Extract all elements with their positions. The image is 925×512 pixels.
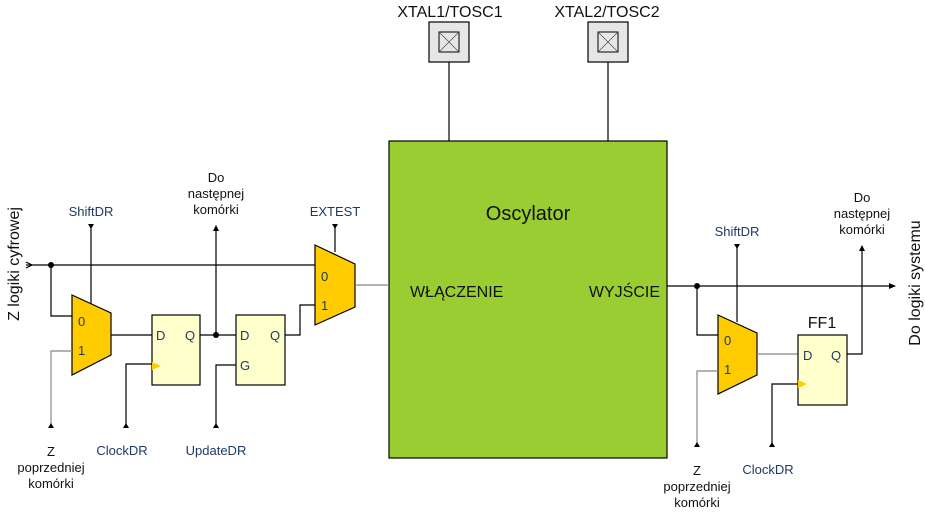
- mux-input-0-label: 0: [724, 333, 731, 348]
- right-next-cell-label-3: komórki: [839, 222, 885, 237]
- left-next-cell-label-1: Do: [208, 170, 225, 185]
- right-flipflop-ff1: D Q: [797, 334, 848, 406]
- clock-triangle-icon: [798, 380, 807, 388]
- pad-x-icon: [438, 31, 460, 53]
- oscillator-enable-label: WŁĄCZENIE: [410, 284, 503, 301]
- right-next-cell-wire: [847, 246, 863, 355]
- latch-d-pin-label: D: [240, 328, 249, 343]
- left-mux-in0-wire: [50, 265, 72, 317]
- mux-input-0-label: 0: [321, 269, 328, 284]
- left-prev-cell-label-1: Z: [47, 444, 55, 459]
- right-shiftdr-label: ShiftDR: [715, 224, 760, 239]
- ff1-title: FF1: [808, 315, 837, 332]
- left-clockdr-wire: [125, 363, 152, 428]
- right-boundary-cell: Do logiki systemu ShiftDR 0 1 Z poprzedn…: [663, 190, 924, 510]
- left-prev-cell-label-2: poprzedniej: [17, 460, 84, 475]
- left-extest-mux: 0 1: [314, 244, 356, 326]
- mux-input-1-label: 1: [321, 298, 328, 313]
- pad-xtal2-label: XTAL2/TOSC2: [554, 4, 659, 21]
- left-extest-label: EXTEST: [310, 204, 361, 219]
- right-clockdr-wire: [771, 383, 798, 447]
- pad-xtal1-label: XTAL1/TOSC1: [397, 4, 502, 21]
- right-prev-cell-label-1: Z: [693, 463, 701, 478]
- left-boundary-cell: Z logiki cyfrowej ShiftDR 0 1 Z poprzedn…: [6, 170, 389, 491]
- ff-q-pin-label: Q: [831, 348, 841, 363]
- right-shift-mux: 0 1: [717, 314, 758, 395]
- oscillator-title: Oscylator: [486, 203, 571, 225]
- left-next-cell-label-2: następnej: [188, 186, 244, 201]
- oscillator-output-label: WYJŚCIE: [589, 282, 660, 301]
- left-prev-cell-label-3: komórki: [28, 476, 74, 491]
- latch-q-pin-label: Q: [270, 328, 280, 343]
- left-shift-mux: 0 1: [71, 294, 112, 376]
- left-latch-q-wire: [285, 304, 316, 336]
- right-prev-cell-wire: [696, 370, 718, 447]
- right-prev-cell-label-3: komórki: [674, 495, 720, 510]
- left-updatedr-wire: [215, 364, 236, 428]
- pad-xtal1: XTAL1/TOSC1: [397, 4, 503, 141]
- left-clockdr-label: ClockDR: [96, 443, 147, 458]
- mux-input-0-label: 0: [78, 314, 85, 329]
- left-next-cell-label-3: komórki: [193, 202, 239, 217]
- right-next-cell-label-1: Do: [854, 190, 871, 205]
- right-clockdr-label: ClockDR: [742, 462, 793, 477]
- latch-g-pin-label: G: [240, 358, 250, 373]
- ff-d-pin-label: D: [803, 348, 812, 363]
- left-updatedr-label: UpdateDR: [186, 443, 247, 458]
- right-mux-in0-wire: [696, 286, 718, 336]
- pad-xtal2: XTAL2/TOSC2: [554, 4, 660, 141]
- ff-d-pin-label: D: [156, 328, 165, 343]
- clock-triangle-icon: [152, 362, 161, 370]
- left-update-latch: D Q G: [235, 314, 286, 386]
- left-shiftdr-label: ShiftDR: [69, 204, 114, 219]
- left-prev-cell-wire: [50, 350, 72, 428]
- pad-x-icon: [597, 31, 619, 53]
- mux-input-1-label: 1: [724, 362, 731, 377]
- right-prev-cell-label-2: poprzedniej: [663, 479, 730, 494]
- oscillator-block: Oscylator WŁĄCZENIE WYJŚCIE: [388, 140, 668, 459]
- left-input-label: Z logiki cyfrowej: [6, 207, 23, 321]
- right-next-cell-label-2: następnej: [834, 206, 890, 221]
- right-output-label: Do logiki systemu: [907, 220, 924, 345]
- mux-input-1-label: 1: [78, 343, 85, 358]
- left-capture-flipflop: D Q: [151, 314, 201, 386]
- ff-q-pin-label: Q: [185, 328, 195, 343]
